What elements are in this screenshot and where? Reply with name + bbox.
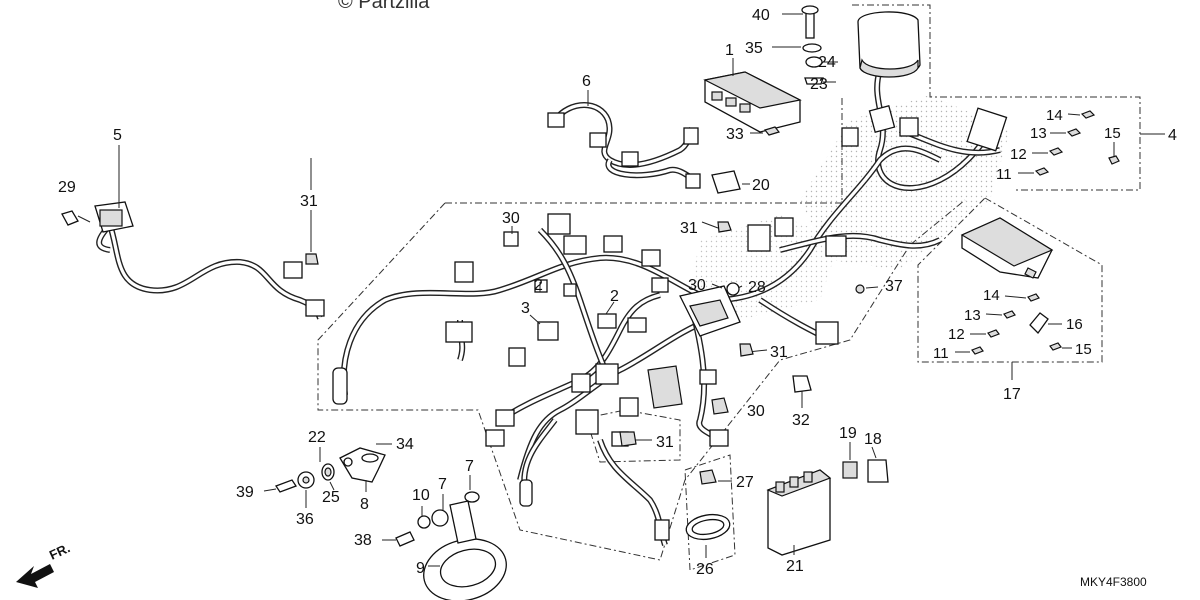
diagram-code: MKY4F3800 <box>1080 575 1147 589</box>
callout-labels: 40 35 24 23 1 33 20 6 5 29 31 30 2 3 2 3… <box>58 7 1177 578</box>
callout-14-low: 14 <box>983 287 1000 304</box>
copyright-watermark: © Partzilla <box>338 0 430 13</box>
callout-14-top: 14 <box>1046 107 1063 124</box>
fastener-stack-items-40-35-24-23 <box>750 5 838 136</box>
group-frame-item-31c <box>585 409 681 463</box>
callout-6: 6 <box>582 73 591 90</box>
relay-items-18-19 <box>842 442 889 483</box>
callout-31-right: 31 <box>770 344 788 361</box>
callout-18: 18 <box>864 431 882 448</box>
callout-23: 23 <box>810 76 828 93</box>
horn-group <box>263 443 507 600</box>
callout-10: 10 <box>412 487 430 504</box>
callout-15-low: 15 <box>1075 341 1092 358</box>
callout-31-mid: 31 <box>680 220 698 237</box>
callout-19: 19 <box>839 425 857 442</box>
callout-37: 37 <box>885 278 903 295</box>
front-direction-arrow: FR. <box>16 540 72 588</box>
module-item-17 <box>955 217 1072 355</box>
callout-29: 29 <box>58 179 76 196</box>
callout-30-low: 30 <box>747 403 765 420</box>
callout-7-right: 7 <box>465 458 474 475</box>
callout-3: 3 <box>521 300 530 317</box>
clip-item-31-left <box>305 158 319 265</box>
callout-15-top: 15 <box>1104 125 1121 142</box>
callout-31-left: 31 <box>300 193 318 210</box>
callout-1: 1 <box>725 42 734 59</box>
callout-27: 27 <box>736 474 754 491</box>
callout-36: 36 <box>296 511 314 528</box>
callout-38: 38 <box>354 532 372 549</box>
callout-7-left: 7 <box>438 476 447 493</box>
callout-28: 28 <box>748 279 766 296</box>
callout-30-top: 30 <box>502 210 520 227</box>
group-frame-item-4 <box>852 4 1165 191</box>
callout-5: 5 <box>113 127 122 144</box>
callout-32: 32 <box>792 412 810 429</box>
callout-24: 24 <box>818 54 836 71</box>
callout-39: 39 <box>236 484 254 501</box>
callout-12-low: 12 <box>948 326 965 343</box>
group-frame-item-26-27 <box>684 454 736 571</box>
callout-25: 25 <box>322 489 340 506</box>
callout-13-top: 13 <box>1030 125 1047 142</box>
group-frame-item-17 <box>917 197 1103 380</box>
callout-26: 26 <box>696 561 714 578</box>
module-item-21 <box>766 469 832 556</box>
clamp-items-26-27 <box>685 469 732 558</box>
callout-20: 20 <box>752 177 770 194</box>
callout-34: 34 <box>396 436 414 453</box>
svg-text:FR.: FR. <box>47 540 72 562</box>
callout-13-low: 13 <box>964 307 981 324</box>
callout-16: 16 <box>1066 316 1083 333</box>
callout-8: 8 <box>360 496 369 513</box>
callout-22: 22 <box>308 429 326 446</box>
callout-9: 9 <box>416 560 425 577</box>
control-module-item-1 <box>703 58 802 133</box>
callout-17: 17 <box>1003 386 1021 403</box>
relay-item-20 <box>711 170 750 194</box>
callout-2-right: 2 <box>610 288 619 305</box>
main-wire-harness <box>332 127 942 546</box>
callout-21: 21 <box>786 558 804 575</box>
fastener-group-item-4 <box>1018 110 1120 176</box>
callout-33: 33 <box>726 126 744 143</box>
callout-40: 40 <box>752 7 770 24</box>
main-harness-leaders <box>511 221 879 447</box>
sub-harness-item-6 <box>547 90 701 189</box>
callout-12-top: 12 <box>1010 146 1027 163</box>
callout-35: 35 <box>745 40 763 57</box>
callout-4: 4 <box>1168 127 1177 144</box>
callout-30-mid: 30 <box>688 277 706 294</box>
sub-harness-item-4 <box>857 11 1008 192</box>
callout-11-low: 11 <box>933 345 949 362</box>
callout-2-left: 2 <box>534 277 543 294</box>
callout-31-low: 31 <box>656 434 674 451</box>
callout-11-top: 11 <box>996 166 1012 183</box>
sub-harness-item-5 <box>61 145 325 320</box>
